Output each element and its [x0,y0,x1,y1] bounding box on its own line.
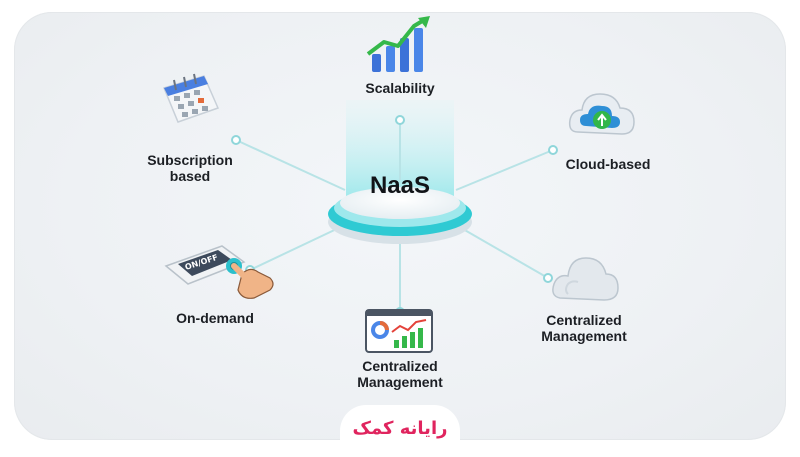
label-subscription: Subscription based [130,152,250,184]
power-switch-icon: ON/OFF [160,236,284,313]
link-on-demand [249,224,346,271]
hub-title: NaaS [369,172,431,199]
label-cloud-based: Cloud-based [565,156,651,172]
analytics-monitor-icon [362,306,438,361]
endpoint-centralized-right [543,273,553,283]
label-centralized-right-text: Centralized Management [541,312,627,344]
link-cloud-based [455,149,554,191]
label-scalability: Scalability [365,80,435,96]
link-centralized-right [455,224,549,279]
cloud-sync-icon [566,86,638,151]
hub-platform [328,187,472,244]
label-subscription-text: Subscription based [147,152,233,184]
cloud-icon [550,250,620,311]
label-centralized-bottom-text: Centralized Management [357,358,443,390]
label-centralized-bottom: Centralized Management [330,358,470,390]
endpoint-scalability [395,115,405,125]
label-on-demand: On-demand [176,310,254,326]
label-centralized-right: Centralized Management [524,312,644,344]
endpoint-subscription [231,135,241,145]
growth-chart-icon [362,14,438,81]
calendar-icon [160,72,222,143]
endpoint-cloud-based [548,145,558,155]
brand-tab [340,405,460,457]
brand-logo: رایانه کمک [352,418,448,439]
link-subscription [235,139,346,191]
